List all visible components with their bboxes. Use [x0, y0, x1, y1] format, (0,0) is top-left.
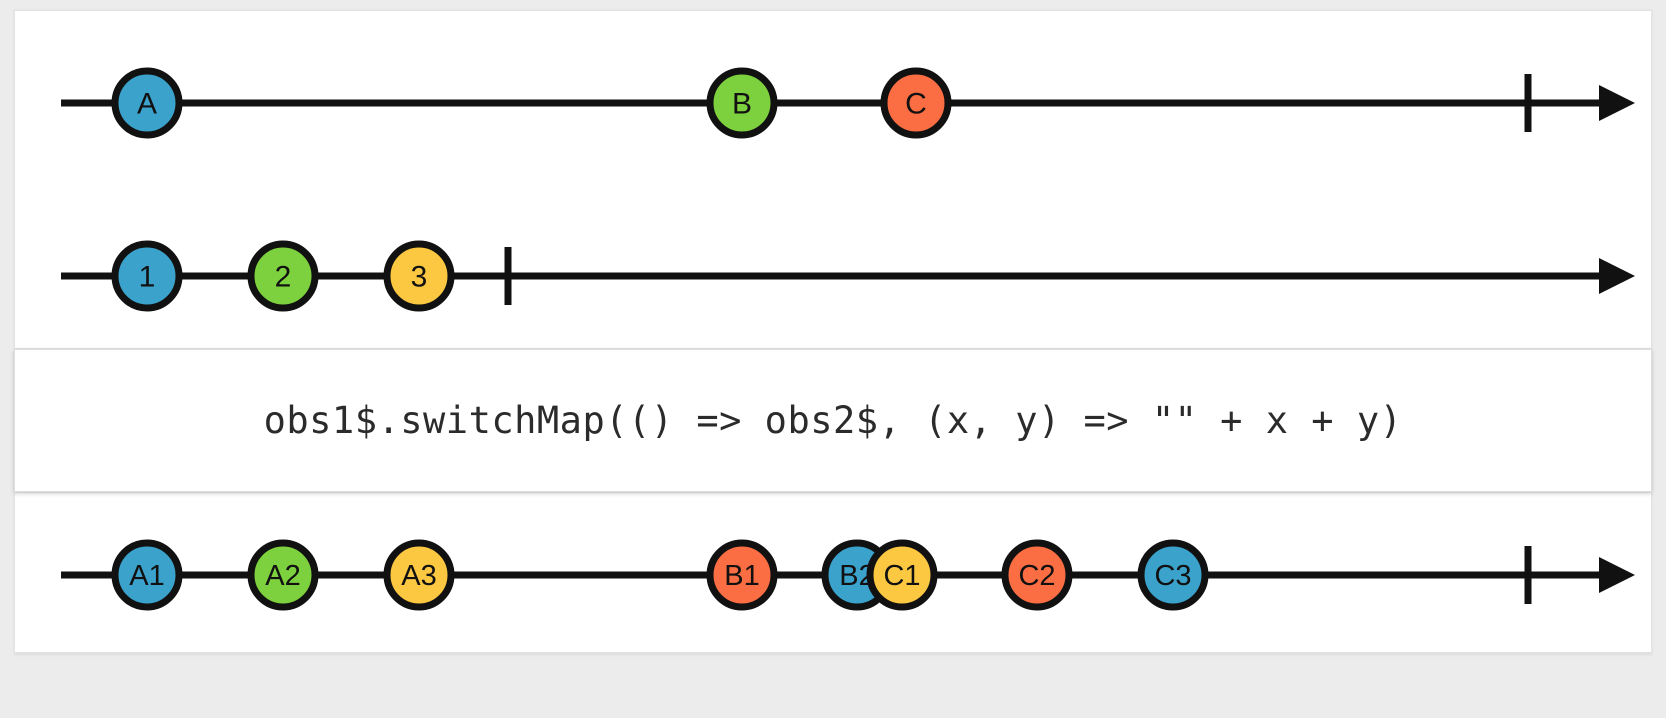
marble-circle[interactable]: [247, 240, 319, 312]
marble-circle[interactable]: [706, 539, 778, 611]
timeline-inner-obs2: 1 2 3: [15, 216, 1653, 336]
timeline-inner-obs2-svg: 1 2 3: [61, 240, 1635, 312]
marble-C3[interactable]: C3: [1137, 539, 1209, 611]
axis-line-group: [61, 74, 1635, 132]
marble-circle[interactable]: [383, 539, 455, 611]
input-timelines-panel: A B C: [14, 10, 1652, 348]
marble-3[interactable]: 3: [383, 240, 455, 312]
marble-C[interactable]: C: [880, 67, 952, 139]
marble-circle[interactable]: [247, 539, 319, 611]
marble-circle[interactable]: [111, 539, 183, 611]
marble-circle[interactable]: [880, 67, 952, 139]
timeline-arrowhead-icon: [1599, 258, 1635, 294]
operator-code-text: obs1$.switchMap(() => obs2$, (x, y) => "…: [263, 399, 1403, 442]
timeline-arrowhead-icon: [1599, 85, 1635, 121]
marble-A2[interactable]: A2: [247, 539, 319, 611]
marble-B1[interactable]: B1: [706, 539, 778, 611]
marble-group: 1 2 3: [111, 240, 455, 312]
timeline-result: A1 A2 A3 B1: [15, 515, 1653, 635]
timeline-result-svg: A1 A2 A3 B1: [61, 539, 1635, 611]
output-timeline-panel: A1 A2 A3 B1: [14, 493, 1652, 653]
marble-circle[interactable]: [1137, 539, 1209, 611]
marble-C2[interactable]: C2: [1001, 539, 1073, 611]
marble-B[interactable]: B: [706, 67, 778, 139]
timeline-arrowhead-icon: [1599, 557, 1635, 593]
axis-line-group: [61, 247, 1635, 305]
marble-A[interactable]: A: [111, 67, 183, 139]
marble-A3[interactable]: A3: [383, 539, 455, 611]
marble-2[interactable]: 2: [247, 240, 319, 312]
timeline-source-obs1: A B C: [15, 43, 1653, 163]
timeline-source-obs1-svg: A B C: [61, 67, 1635, 139]
marble-A1[interactable]: A1: [111, 539, 183, 611]
marble-circle[interactable]: [866, 539, 938, 611]
marble-C1[interactable]: C1: [866, 539, 938, 611]
marble-circle[interactable]: [111, 67, 183, 139]
marble-circle[interactable]: [706, 67, 778, 139]
marble-circle[interactable]: [383, 240, 455, 312]
marble-1[interactable]: 1: [111, 240, 183, 312]
marble-circle[interactable]: [1001, 539, 1073, 611]
operator-code-panel: obs1$.switchMap(() => obs2$, (x, y) => "…: [14, 349, 1652, 492]
marble-circle[interactable]: [111, 240, 183, 312]
